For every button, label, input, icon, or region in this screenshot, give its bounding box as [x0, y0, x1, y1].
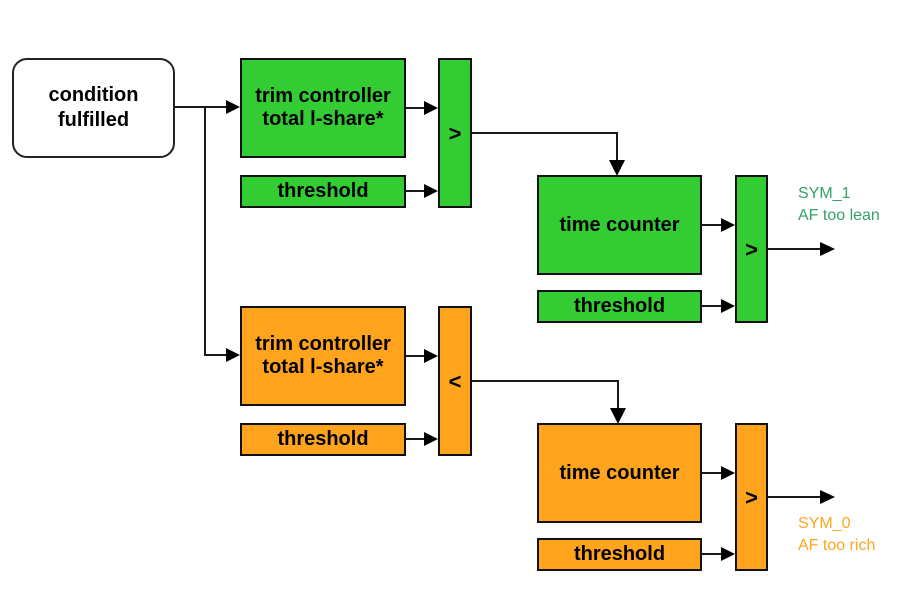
arrow-orange-time-counter-to-comparator2 — [702, 466, 735, 480]
green-trim-controller-block: trim controller total l-share* — [240, 58, 406, 158]
green-output-symbol: SYM_1 — [798, 185, 851, 202]
green-threshold-1-block: threshold — [240, 175, 406, 208]
orange-time-counter-block: time counter — [537, 423, 702, 523]
arrow-condition-branch-to-orange-trim — [204, 107, 240, 362]
orange-threshold-2-block: threshold — [537, 538, 702, 571]
arrow-green-trim-to-comparator1 — [406, 101, 438, 115]
arrow-orange-comparator1-to-time-counter — [472, 380, 626, 424]
arrow-orange-threshold1-to-comparator1 — [406, 432, 438, 446]
orange-trim-controller-block: trim controller total l-share* — [240, 306, 406, 406]
arrow-green-time-counter-to-comparator2 — [702, 218, 735, 232]
orange-output-label: SYM_0 AF too rich — [798, 513, 875, 557]
green-output-label: SYM_1 AF too lean — [798, 183, 880, 227]
arrow-green-threshold1-to-comparator1 — [406, 184, 438, 198]
arrow-orange-trim-to-comparator1 — [406, 349, 438, 363]
arrow-condition-to-green-trim — [175, 100, 240, 114]
green-time-counter-block: time counter — [537, 175, 702, 275]
orange-threshold-1-block: threshold — [240, 423, 406, 456]
orange-output-description: AF too rich — [798, 537, 876, 554]
green-threshold-2-block: threshold — [537, 290, 702, 323]
arrow-green-comparator1-to-time-counter — [472, 132, 625, 176]
orange-comparator-2-block: > — [735, 423, 768, 571]
orange-comparator-1-block: < — [438, 306, 472, 456]
green-comparator-1-block: > — [438, 58, 472, 208]
arrow-green-threshold2-to-comparator2 — [702, 299, 735, 313]
green-comparator-2-block: > — [735, 175, 768, 323]
arrow-green-comparator2-output — [768, 242, 835, 256]
arrow-orange-threshold2-to-comparator2 — [702, 547, 735, 561]
green-output-description: AF too lean — [798, 207, 880, 224]
condition-fulfilled-box: condition fulfilled — [12, 58, 175, 158]
orange-output-symbol: SYM_0 — [798, 515, 851, 532]
arrow-orange-comparator2-output — [768, 490, 835, 504]
